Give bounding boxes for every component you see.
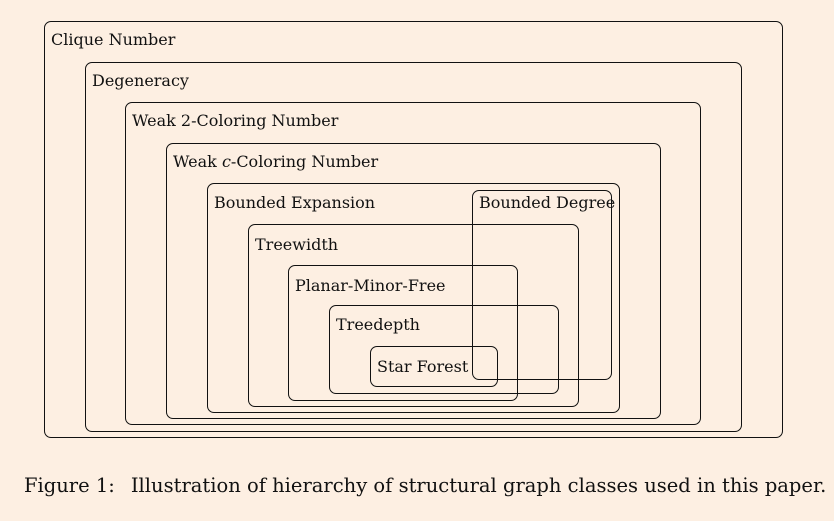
star-forest-box (370, 346, 498, 387)
planar-minor-free-label: Planar-Minor-Free (295, 276, 446, 295)
bounded-degree-box (472, 190, 612, 380)
figure-number: Figure 1: (24, 474, 115, 497)
clique-number-box (44, 21, 783, 438)
weak-c-coloring-prefix: Weak (173, 152, 222, 171)
planar-minor-free-box (288, 265, 518, 401)
weak-c-coloring-suffix: -Coloring Number (230, 152, 379, 171)
bounded-expansion-label: Bounded Expansion (214, 193, 376, 212)
weak-2-coloring-box (125, 102, 701, 425)
treedepth-label: Treedepth (336, 315, 420, 334)
bounded-degree-label: Bounded Degree (479, 193, 616, 212)
degeneracy-box (85, 62, 742, 432)
treewidth-box (248, 224, 579, 407)
treedepth-box (329, 305, 559, 394)
figure-caption-text: Illustration of hierarchy of structural … (130, 474, 827, 497)
clique-number-label: Clique Number (51, 30, 176, 49)
treewidth-label: Treewidth (255, 235, 339, 254)
degeneracy-label: Degeneracy (92, 71, 189, 90)
figure-caption: Figure 1: Illustration of hierarchy of st… (24, 474, 826, 497)
weak-c-coloring-label: Weak c-Coloring Number (173, 154, 378, 170)
weak-2-coloring-label: Weak 2-Coloring Number (132, 111, 339, 130)
bounded-expansion-box (207, 183, 620, 413)
weak-c-coloring-box (166, 143, 661, 419)
weak-c-coloring-variable: c (221, 152, 231, 171)
star-forest-label: Star Forest (377, 357, 469, 376)
